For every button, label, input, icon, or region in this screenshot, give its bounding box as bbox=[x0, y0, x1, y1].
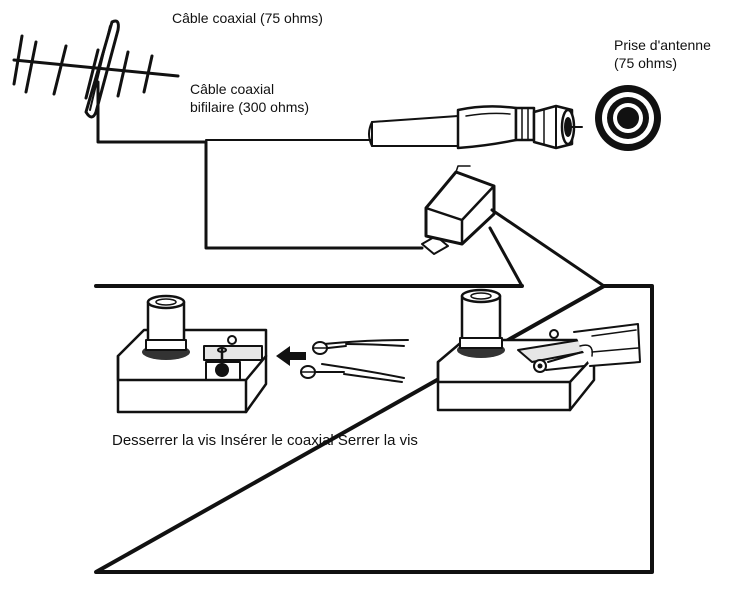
label-bifilaire-line1: Câble coaxial bbox=[190, 81, 275, 97]
screw-terminal-icon bbox=[215, 347, 229, 377]
callout-wedge bbox=[488, 208, 606, 288]
f-connector-icon bbox=[514, 104, 583, 150]
detail-box bbox=[94, 284, 654, 574]
label-prise-line1: Prise d'antenne bbox=[614, 37, 711, 53]
label-bifilaire-line2: bifilaire (300 ohms) bbox=[190, 99, 310, 115]
label-coax-75-ohms: Câble coaxial (75 ohms) bbox=[172, 10, 323, 26]
twin-lead-cable bbox=[204, 140, 449, 255]
transformer-detail-loosen bbox=[116, 294, 268, 414]
twin-lead-wires bbox=[300, 339, 409, 383]
label-bifilaire-300-ohms: Câble coaxial bifilaire (300 ohms) bbox=[190, 80, 309, 116]
antenna-icon bbox=[12, 19, 180, 119]
arrow-left-icon bbox=[276, 346, 306, 366]
label-prise-line2: (75 ohms) bbox=[614, 55, 678, 71]
matching-transformer-icon bbox=[424, 165, 496, 246]
label-steps: Desserrer la vis Insérer le coaxial Serr… bbox=[112, 432, 418, 449]
label-prise-antenne: Prise d'antenne (75 ohms) bbox=[614, 36, 711, 72]
transformer-detail-tightened bbox=[436, 288, 641, 412]
wall-socket-icon bbox=[595, 85, 661, 151]
